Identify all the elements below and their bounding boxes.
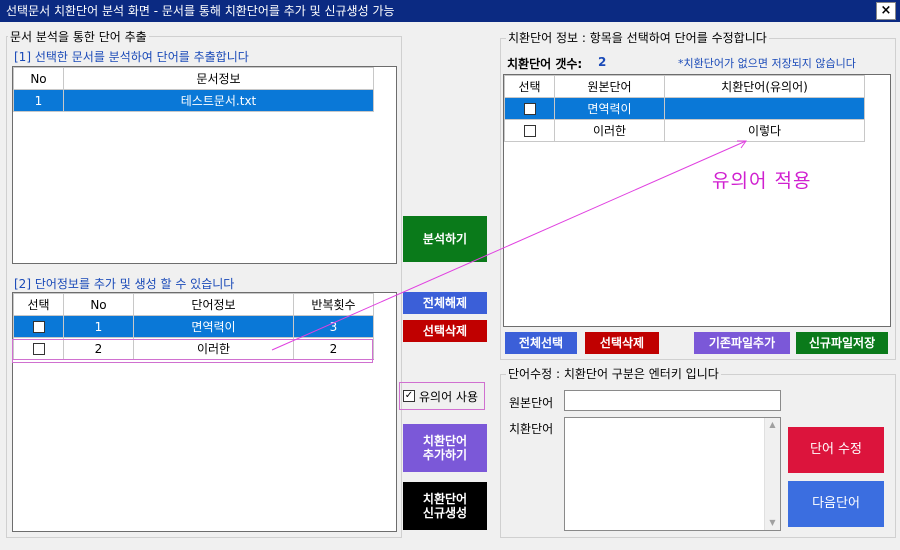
scroll-down-icon[interactable]: ▼	[769, 518, 776, 527]
count-value: 2	[598, 55, 607, 69]
cell-original: 이러한	[554, 119, 665, 142]
cell-count: 3	[293, 315, 374, 338]
cell-word: 면역력이	[133, 315, 294, 338]
check-icon: ✓	[403, 390, 415, 402]
word-edit-title: 단어수정 : 치환단어 구분은 엔터키 입니다	[506, 367, 721, 381]
select-all-button[interactable]: 전체선택	[505, 332, 577, 354]
deselect-all-button[interactable]: 전체해제	[403, 292, 487, 314]
cell-replacement: 이렇다	[664, 119, 865, 142]
close-icon: ×	[880, 3, 892, 18]
title-bar: 선택문서 치환단어 분석 화면 - 문서를 통해 치환단어를 추가 및 신규생성…	[0, 0, 900, 22]
original-word-input[interactable]	[564, 390, 781, 411]
add-existing-file-button[interactable]: 기존파일추가	[694, 332, 790, 354]
cell-no: 1	[63, 315, 134, 338]
word-table-header: 선택 No 단어정보 반복횟수	[13, 293, 374, 316]
cell-original: 면역력이	[554, 97, 665, 120]
row-checkbox[interactable]	[32, 343, 45, 355]
right-delete-selected-button[interactable]: 선택삭제	[585, 332, 659, 354]
cell-replacement	[664, 97, 865, 120]
col-word-info: 단어정보	[133, 293, 294, 316]
col-no: No	[63, 293, 134, 316]
cell-doc-name: 테스트문서.txt	[63, 89, 374, 112]
replacement-table-header: 선택 원본단어 치환단어(유의어)	[504, 75, 865, 98]
section2-label: [2] 단어정보를 추가 및 생성 할 수 있습니다	[14, 277, 235, 291]
replacement-table: 선택 원본단어 치환단어(유의어) 면역력이 이러한 이렇다	[504, 75, 865, 142]
save-note: *치환단어가 없으면 저장되지 않습니다	[678, 57, 856, 70]
document-list[interactable]: No 문서정보 1 테스트문서.txt	[12, 66, 397, 264]
synonym-checkbox-label: 유의어 사용	[419, 389, 479, 404]
cell-select[interactable]	[13, 337, 64, 360]
cell-select[interactable]	[504, 119, 555, 142]
document-table-header: No 문서정보	[13, 67, 374, 90]
col-replacement: 치환단어(유의어)	[664, 75, 865, 98]
next-word-button[interactable]: 다음단어	[788, 481, 884, 527]
modify-word-button[interactable]: 단어 수정	[788, 427, 884, 473]
col-repeat-count: 반복횟수	[293, 293, 374, 316]
table-row[interactable]: 면역력이	[504, 97, 865, 120]
replacement-word-label: 치환단어	[509, 422, 554, 436]
row-checkbox[interactable]	[523, 125, 536, 137]
col-no: No	[13, 67, 64, 90]
row-checkbox[interactable]	[523, 103, 536, 115]
delete-selected-button[interactable]: 선택삭제	[403, 320, 487, 342]
table-row[interactable]: 1 면역력이 3	[13, 315, 374, 338]
col-select: 선택	[13, 293, 64, 316]
add-replacement-button[interactable]: 치환단어 추가하기	[403, 424, 487, 472]
document-table: No 문서정보 1 테스트문서.txt	[13, 67, 374, 112]
col-select: 선택	[504, 75, 555, 98]
section1-label: [1] 선택한 문서를 분석하여 단어를 추출합니다	[14, 50, 249, 64]
scroll-up-icon[interactable]: ▲	[769, 420, 776, 429]
save-new-file-button[interactable]: 신규파일저장	[796, 332, 888, 354]
original-word-label: 원본단어	[509, 396, 554, 410]
count-label: 치환단어 갯수:	[507, 57, 583, 71]
table-row[interactable]: 이러한 이렇다	[504, 119, 865, 142]
synonym-annotation: 유의어 적용	[712, 170, 812, 192]
document-analysis-title: 문서 분석을 통한 단어 추출	[8, 30, 149, 44]
row-checkbox[interactable]	[32, 321, 45, 333]
close-button[interactable]: ×	[876, 2, 896, 20]
cell-no: 1	[13, 89, 64, 112]
replacement-list[interactable]: 선택 원본단어 치환단어(유의어) 면역력이 이러한 이렇다	[503, 74, 891, 327]
col-doc-info: 문서정보	[63, 67, 374, 90]
table-row[interactable]: 1 테스트문서.txt	[13, 89, 374, 112]
col-original: 원본단어	[554, 75, 665, 98]
cell-word: 이러한	[133, 337, 294, 360]
analyze-button[interactable]: 분석하기	[403, 216, 487, 262]
window-title: 선택문서 치환단어 분석 화면 - 문서를 통해 치환단어를 추가 및 신규생성…	[6, 4, 395, 18]
replacement-info-title: 치환단어 정보 : 항목을 선택하여 단어를 수정합니다	[506, 31, 769, 45]
replacement-word-textarea[interactable]: ▲ ▼	[564, 417, 781, 531]
word-list[interactable]: 선택 No 단어정보 반복횟수 1 면역력이 3 2 이러한 2	[12, 292, 397, 532]
synonym-checkbox[interactable]: ✓ 유의어 사용	[399, 382, 485, 410]
cell-select[interactable]	[504, 97, 555, 120]
cell-select[interactable]	[13, 315, 64, 338]
new-replacement-button[interactable]: 치환단어 신규생성	[403, 482, 487, 530]
highlight-box	[12, 339, 373, 363]
textarea-scrollbar[interactable]: ▲ ▼	[764, 418, 780, 530]
